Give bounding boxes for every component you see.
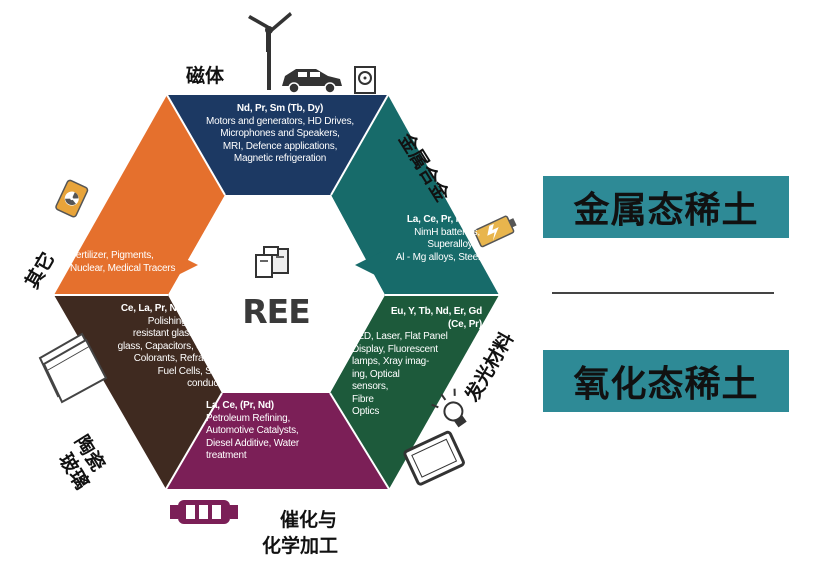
- alloys-body: NimH batteries, Superalloys, Al - Mg all…: [395, 226, 480, 263]
- wind-turbine-icon: [248, 12, 292, 90]
- ceramics-heading: Ce, La, Pr, Nd, Gd, Er, Ho: [120, 303, 234, 314]
- magnets-body: Motors and generators, HD Drives, Microp…: [206, 115, 354, 165]
- lamp-icon: [431, 388, 467, 428]
- hard-drive-icon: [354, 66, 376, 94]
- other-body: Fertilizer, Pigments, Nuclear, Medical T…: [70, 250, 176, 274]
- phosphors-text: Eu, Y, Tb, Nd, Er, Gd (Ce, Pr) LED, Lase…: [352, 306, 482, 419]
- phosphors-segment: [330, 295, 499, 489]
- magnets-text: Nd, Pr, Sm (Tb, Dy) Motors and generator…: [180, 103, 380, 166]
- alloys-segment: [331, 95, 499, 295]
- catalysts-label-cn-line1: 催化与: [280, 509, 338, 531]
- ceramics-segment: [54, 295, 222, 489]
- panel-divider: [552, 292, 774, 294]
- radiation-barrel-icon: [55, 179, 89, 218]
- catalysts-text: La, Ce, (Pr, Nd) Petroleum Refining, Aut…: [206, 400, 346, 463]
- car-icon: [282, 69, 342, 94]
- other-text: Fertilizer, Pigments, Nuclear, Medical T…: [70, 250, 220, 275]
- catalysts-body: Petroleum Refining, Automotive Catalysts…: [206, 412, 300, 462]
- catalysts-segment: [166, 393, 389, 489]
- other-segment: [54, 95, 225, 295]
- phosphors-body: LED, Laser, Flat Panel Display, Fluoresc…: [352, 331, 448, 417]
- catalysts-label-cn-line2: 化学加工: [262, 535, 339, 557]
- segment-dividers: [54, 94, 499, 490]
- alloys-heading: La, Ce, Pr, Nd, Y: [406, 214, 480, 225]
- center-hexagon: [168, 195, 385, 393]
- catalyst-converter-icon: [170, 500, 238, 524]
- ceramics-body: Polishing media, UV resistant glass, The…: [117, 315, 235, 390]
- ree-center-label: REE: [242, 292, 311, 331]
- magnet-icon: [255, 246, 289, 278]
- display-icon: [403, 430, 465, 486]
- oxide-rare-earth-box: 氧化态稀土: [543, 350, 789, 412]
- magnets-label-cn: 磁体: [186, 65, 225, 87]
- notch-right: [355, 250, 385, 280]
- ceramics-text: Ce, La, Pr, Nd, Gd, Er, Ho Polishing med…: [74, 303, 235, 391]
- phosphors-heading: Eu, Y, Tb, Nd, Er, Gd (Ce, Pr): [390, 306, 482, 330]
- magnets-heading: Nd, Pr, Sm (Tb, Dy): [236, 103, 324, 114]
- alloys-text: La, Ce, Pr, Nd, Y NimH batteries, Supera…: [330, 214, 480, 264]
- notch-left: [168, 250, 198, 280]
- catalysts-heading: La, Ce, (Pr, Nd): [206, 400, 274, 411]
- battery-icon: [473, 215, 517, 248]
- magnets-segment: [167, 95, 388, 195]
- glass-pane-icon: [38, 332, 108, 404]
- metallic-rare-earth-box: 金属态稀土: [543, 176, 789, 238]
